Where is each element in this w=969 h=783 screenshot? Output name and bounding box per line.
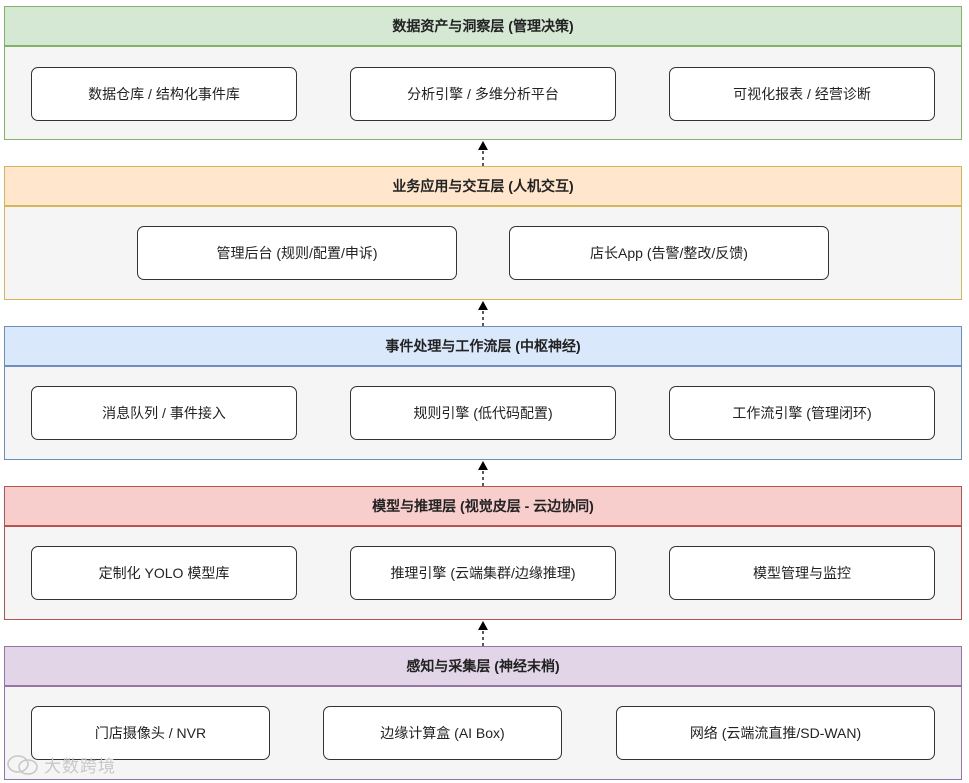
box-label: 消息队列 / 事件接入 <box>102 405 226 421</box>
box-label: 边缘计算盒 (AI Box) <box>380 725 505 741</box>
arrow-up-icon <box>478 141 488 166</box>
arrow-up-icon <box>478 301 488 326</box>
box-label: 定制化 YOLO 模型库 <box>98 565 230 581</box>
box-label: 数据仓库 / 结构化事件库 <box>88 86 240 102</box>
box-label: 管理后台 (规则/配置/申诉) <box>216 245 378 261</box>
box-analysis-engine: 分析引擎 / 多维分析平台 <box>350 67 616 121</box>
layer-header-data-assets: 数据资产与洞察层 (管理决策) <box>4 6 962 46</box>
layer-title: 业务应用与交互层 (人机交互) <box>392 178 574 194</box>
arrow-up-icon <box>478 621 488 646</box>
layer-title: 模型与推理层 (视觉皮层 - 云边协同) <box>372 498 594 514</box>
box-store-cameras: 门店摄像头 / NVR <box>31 706 270 760</box>
watermark-text: 大数跨境 <box>44 757 116 776</box>
layer-title: 事件处理与工作流层 (中枢神经) <box>385 338 581 354</box>
box-network: 网络 (云端流直推/SD-WAN) <box>616 706 935 760</box>
watermark: 大数跨境 <box>6 752 116 777</box>
box-admin-console: 管理后台 (规则/配置/申诉) <box>137 226 457 280</box>
box-label: 可视化报表 / 经营诊断 <box>733 86 871 102</box>
box-model-management: 模型管理与监控 <box>669 546 935 600</box>
box-visual-reports: 可视化报表 / 经营诊断 <box>669 67 935 121</box>
box-label: 门店摄像头 / NVR <box>94 725 207 741</box>
arrow-up-icon <box>478 461 488 486</box>
box-rule-engine: 规则引擎 (低代码配置) <box>350 386 616 440</box>
layer-header-perception: 感知与采集层 (神经末梢) <box>4 646 962 686</box>
wechat-logo-icon <box>7 754 38 775</box>
box-inference-engine: 推理引擎 (云端集群/边缘推理) <box>350 546 616 600</box>
layer-header-event-workflow: 事件处理与工作流层 (中枢神经) <box>4 326 962 366</box>
box-label: 推理引擎 (云端集群/边缘推理) <box>390 565 576 581</box>
layer-header-business-apps: 业务应用与交互层 (人机交互) <box>4 166 962 206</box>
box-yolo-model-library: 定制化 YOLO 模型库 <box>31 546 297 600</box>
box-edge-ai-box: 边缘计算盒 (AI Box) <box>323 706 562 760</box>
layer-title: 数据资产与洞察层 (管理决策) <box>392 18 574 34</box>
box-label: 店长App (告警/整改/反馈) <box>590 245 748 261</box>
layer-header-model-inference: 模型与推理层 (视觉皮层 - 云边协同) <box>4 486 962 526</box>
box-label: 模型管理与监控 <box>753 565 851 581</box>
box-message-queue: 消息队列 / 事件接入 <box>31 386 297 440</box>
box-label: 分析引擎 / 多维分析平台 <box>407 86 559 102</box>
layer-title: 感知与采集层 (神经末梢) <box>406 658 560 674</box>
box-label: 网络 (云端流直推/SD-WAN) <box>689 725 862 741</box>
box-label: 规则引擎 (低代码配置) <box>413 405 553 421</box>
box-data-warehouse: 数据仓库 / 结构化事件库 <box>31 67 297 121</box>
box-workflow-engine: 工作流引擎 (管理闭环) <box>669 386 935 440</box>
box-store-manager-app: 店长App (告警/整改/反馈) <box>509 226 829 280</box>
box-label: 工作流引擎 (管理闭环) <box>732 405 872 421</box>
